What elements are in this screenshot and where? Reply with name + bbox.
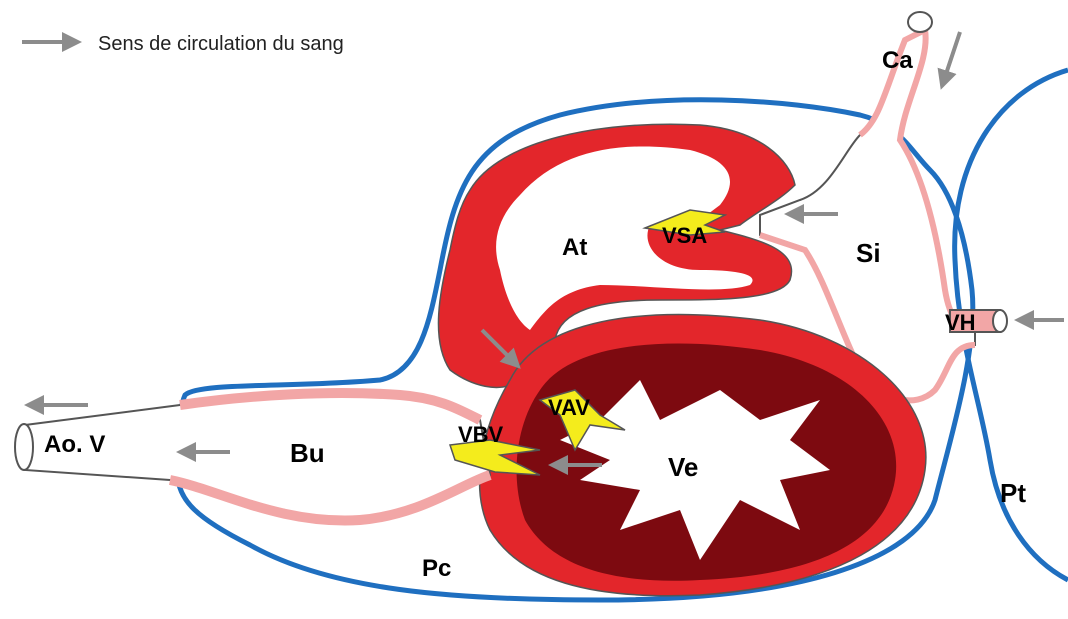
cuvier-canal-opening [908, 12, 932, 32]
label-vsa: VSA [662, 223, 707, 248]
label-vh: VH [945, 310, 976, 335]
aorta-opening [15, 424, 33, 470]
label-aov: Ao. V [44, 431, 105, 458]
label-pt: Pt [1000, 478, 1026, 508]
hepatic-vein-opening [993, 310, 1007, 332]
label-pc: Pc [422, 555, 451, 582]
label-vav: VAV [548, 395, 590, 420]
label-si: Si [856, 238, 881, 268]
label-vbv: VBV [458, 422, 504, 447]
flow-arrow-icon [942, 32, 960, 86]
label-bu: Bu [290, 438, 325, 468]
legend-text: Sens de circulation du sang [98, 33, 344, 55]
label-ve: Ve [668, 452, 698, 482]
label-ca: Ca [882, 47, 913, 74]
label-at: At [562, 234, 587, 261]
legend: Sens de circulation du sang [22, 33, 344, 55]
